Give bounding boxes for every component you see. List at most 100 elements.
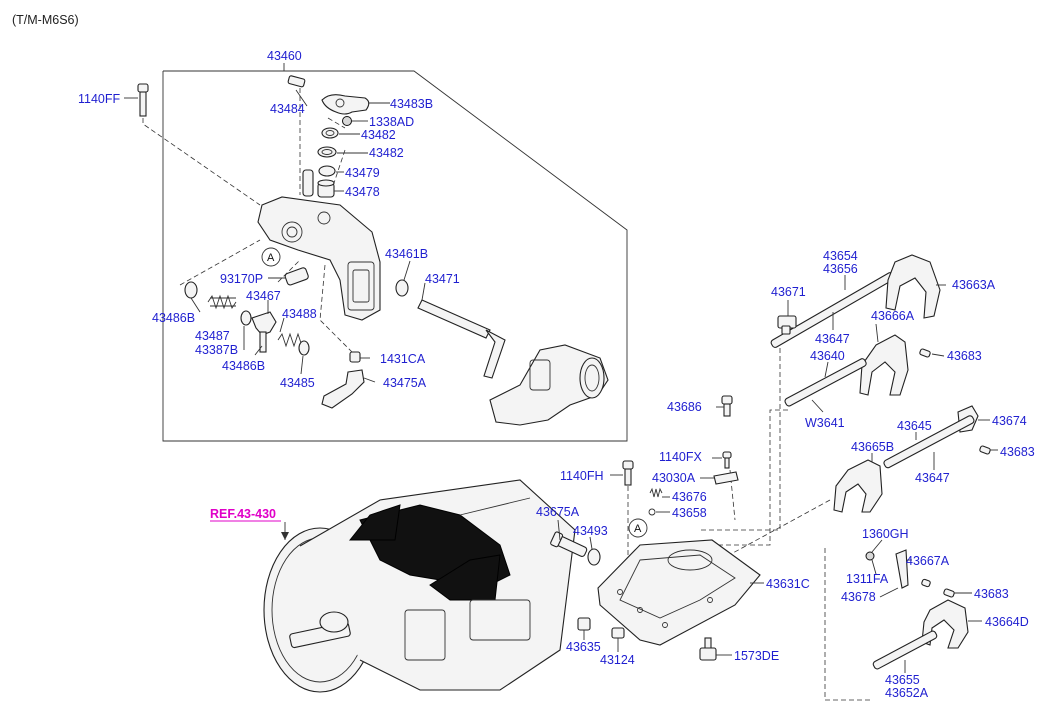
- callout-43647-a[interactable]: 43647: [815, 332, 850, 346]
- callout-1573de[interactable]: 1573DE: [734, 649, 779, 663]
- callout-43631c[interactable]: 43631C: [766, 577, 810, 591]
- nut-1360gh: [865, 551, 875, 561]
- breather-93170p: [284, 267, 309, 286]
- shaft-43471: [417, 299, 491, 339]
- pin-43484: [287, 75, 306, 88]
- callout-43479[interactable]: 43479: [345, 166, 380, 180]
- oring-43461b: [395, 279, 409, 297]
- callout-43493[interactable]: 43493: [573, 524, 608, 538]
- callout-43671[interactable]: 43671: [771, 285, 806, 299]
- callout-43675a[interactable]: 43675A: [536, 505, 580, 519]
- pin-43683-a: [919, 348, 931, 358]
- callout-43663a[interactable]: 43663A: [952, 278, 996, 292]
- marker-a-upper: A: [267, 252, 275, 264]
- callout-43652a[interactable]: 43652A: [885, 686, 929, 700]
- callout-1431ca[interactable]: 1431CA: [380, 352, 426, 366]
- callout-43658[interactable]: 43658: [672, 506, 707, 520]
- washer-43387b: [240, 310, 252, 326]
- ref-label[interactable]: REF.43-430: [210, 507, 276, 521]
- callout-43647-b[interactable]: 43647: [915, 471, 950, 485]
- callout-43387b[interactable]: 43387B: [195, 343, 238, 357]
- pin-43683-c: [943, 588, 955, 598]
- bracket-43483b: [321, 94, 370, 115]
- callout-43486b-a[interactable]: 43486B: [152, 311, 195, 325]
- callout-43486b-b[interactable]: 43486B: [222, 359, 265, 373]
- callout-w3641[interactable]: W3641: [805, 416, 845, 430]
- callout-43471[interactable]: 43471: [425, 272, 460, 286]
- callout-43683-c[interactable]: 43683: [974, 587, 1009, 601]
- fork-43666a: [859, 334, 909, 396]
- bolt-1140ff: [137, 83, 149, 117]
- callout-43645[interactable]: 43645: [897, 419, 932, 433]
- rail-43645: [883, 415, 975, 469]
- callout-43665b[interactable]: 43665B: [851, 440, 894, 454]
- callout-43475a[interactable]: 43475A: [383, 376, 427, 390]
- callout-43686[interactable]: 43686: [667, 400, 702, 414]
- callout-1360gh[interactable]: 1360GH: [862, 527, 909, 541]
- marker-a-lower: A: [634, 523, 642, 535]
- model-code: (T/M-M6S6): [12, 13, 79, 27]
- shift-housing: [257, 196, 381, 321]
- spring-43488: [277, 332, 303, 348]
- pin-43667a: [921, 578, 931, 588]
- washer-43486b-b: [298, 340, 310, 356]
- callout-43485[interactable]: 43485: [280, 376, 315, 390]
- washer-43482-b: [317, 146, 337, 158]
- callout-1338ad[interactable]: 1338AD: [369, 115, 414, 129]
- callout-43488[interactable]: 43488: [282, 307, 317, 321]
- plug-1431ca: [349, 351, 361, 363]
- transmission-ref: [263, 479, 576, 693]
- callout-1140ff[interactable]: 1140FF: [78, 92, 121, 106]
- callout-1140fx[interactable]: 1140FX: [659, 450, 703, 464]
- callout-43664d[interactable]: 43664D: [985, 615, 1029, 629]
- breather-1573de: [699, 637, 717, 661]
- spring-43676: [649, 487, 663, 498]
- selector-43678: [895, 549, 909, 589]
- bolt-43686: [721, 395, 733, 417]
- block-43671: [777, 315, 797, 335]
- lever-43475a: [321, 369, 365, 409]
- callout-43640[interactable]: 43640: [810, 349, 845, 363]
- callout-43676[interactable]: 43676: [672, 490, 707, 504]
- assembly-frame: [162, 70, 628, 442]
- callout-43678[interactable]: 43678: [841, 590, 876, 604]
- callout-1140fh[interactable]: 1140FH: [560, 469, 604, 483]
- callout-43654[interactable]: 43654: [823, 249, 858, 263]
- callout-1311fa[interactable]: 1311FA: [846, 572, 889, 586]
- callout-43487[interactable]: 43487: [195, 329, 230, 343]
- callout-43124[interactable]: 43124: [600, 653, 635, 667]
- callout-43484[interactable]: 43484: [270, 102, 305, 116]
- ball-43658: [648, 508, 656, 516]
- callout-43478[interactable]: 43478: [345, 185, 380, 199]
- callout-43683-a[interactable]: 43683: [947, 349, 982, 363]
- callout-93170p[interactable]: 93170P: [220, 272, 263, 286]
- plug-43635: [577, 617, 591, 631]
- callout-labels: 43460 1140FF 43484 43483B 1338AD 43482 4…: [78, 49, 1035, 700]
- fork-43665b: [833, 459, 883, 513]
- cover-43631c: [597, 539, 761, 646]
- callout-43667a[interactable]: 43667A: [906, 554, 950, 568]
- callout-43635[interactable]: 43635: [566, 640, 601, 654]
- callout-43656[interactable]: 43656: [823, 262, 858, 276]
- callout-43666a[interactable]: 43666A: [871, 309, 915, 323]
- detent-43467: [251, 311, 277, 336]
- washer-43486b-a: [184, 281, 198, 299]
- callout-43683-b[interactable]: 43683: [1000, 445, 1035, 459]
- washer-43482-a: [321, 127, 339, 139]
- callout-43461b[interactable]: 43461B: [385, 247, 428, 261]
- callout-43483b[interactable]: 43483B: [390, 97, 433, 111]
- ring-43479: [318, 165, 336, 177]
- callout-43460[interactable]: 43460: [267, 49, 302, 63]
- bracket-43030a: [713, 471, 739, 485]
- callout-43655[interactable]: 43655: [885, 673, 920, 687]
- callout-43030a[interactable]: 43030A: [652, 471, 696, 485]
- plug-43124: [611, 627, 625, 639]
- callout-43467[interactable]: 43467: [246, 289, 281, 303]
- rail-43655: [872, 630, 938, 670]
- callout-43482-b[interactable]: 43482: [369, 146, 404, 160]
- bolt-1140fh: [622, 460, 634, 486]
- callout-43674[interactable]: 43674: [992, 414, 1027, 428]
- callout-43482-a[interactable]: 43482: [361, 128, 396, 142]
